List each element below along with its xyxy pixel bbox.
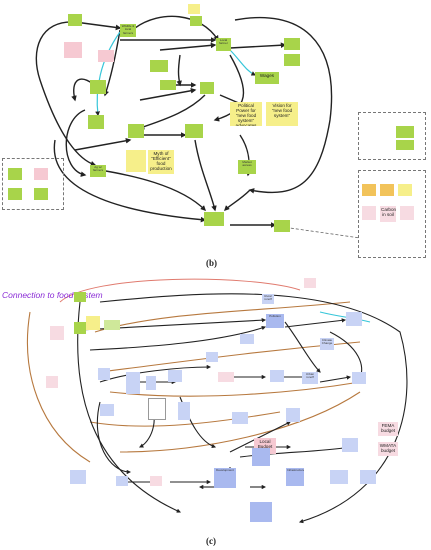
sticky-note (46, 376, 58, 388)
sticky-note-pollution: Pollution (266, 314, 284, 328)
panel-label-c: (c) (206, 536, 216, 546)
sticky-note (70, 470, 86, 484)
sticky-note (74, 322, 86, 334)
sticky-note (284, 54, 300, 66)
legend-note (362, 184, 376, 196)
sticky-note (128, 124, 144, 138)
sticky-note (304, 278, 316, 288)
sticky-note (100, 404, 114, 416)
sticky-note (150, 476, 162, 486)
sticky-note-dev: Development (214, 468, 236, 488)
sticky-note (200, 82, 214, 94)
pink-note (98, 50, 114, 62)
sticky-note (330, 470, 348, 484)
sticky-note (150, 60, 168, 72)
legend-note (8, 188, 22, 200)
sticky-note-rural: Rural runoff (262, 294, 274, 304)
carbon-note: Carbon in soil (380, 206, 396, 222)
fema-note: FEMA budget (378, 422, 398, 436)
sticky-note (88, 115, 104, 129)
sticky-note-urban: Urban runoff (302, 372, 318, 384)
sticky-note (190, 16, 202, 26)
sticky-note (240, 334, 254, 344)
sticky-note (168, 370, 182, 382)
panel-c-links (27, 278, 408, 524)
sticky-note (104, 320, 120, 330)
sticky-note (270, 370, 284, 382)
sticky-note (286, 408, 300, 422)
sticky-note (252, 448, 270, 466)
sticky-note (126, 150, 146, 172)
sticky-note-climate: Climate Change (320, 338, 334, 350)
sticky-note-infra: Infrastructure (286, 468, 304, 486)
sticky-note (126, 372, 140, 394)
legend-note (362, 206, 376, 220)
sticky-note (284, 38, 300, 50)
sticky-note (90, 80, 106, 94)
legend-note (396, 126, 414, 138)
legend-right-bottom (358, 170, 426, 258)
sticky-note (185, 124, 203, 138)
political-power-note: Political Power for "new food system" ad… (230, 102, 262, 126)
sticky-note (74, 292, 86, 302)
sticky-note (274, 220, 290, 232)
wmata-note: WMATA budget (378, 442, 398, 456)
sticky-note-ag: Ag w/ farmers (90, 165, 106, 177)
legend-note (400, 206, 414, 220)
legend-note (398, 184, 412, 196)
sticky-note-wages: Wages (255, 72, 279, 84)
sticky-note (352, 372, 366, 384)
vision-note: Vision for "new food system" (266, 102, 298, 126)
sticky-note (146, 376, 156, 390)
legend-left (2, 158, 64, 210)
sticky-note (160, 80, 176, 90)
legend-right-top (358, 112, 426, 160)
sticky-note (148, 398, 166, 420)
sticky-note (188, 4, 200, 14)
legend-note (380, 184, 394, 196)
sticky-note (360, 470, 376, 484)
sticky-note (68, 14, 82, 26)
sticky-note (250, 502, 272, 522)
loop-left-outer (35, 21, 97, 167)
myth-note: Myth of "Efficient" food production (148, 150, 174, 174)
connection-label: Connection to food system (2, 290, 103, 300)
legend-note (396, 140, 414, 150)
sticky-note: Wildlife & local farmers (120, 24, 136, 37)
sticky-note (50, 326, 64, 340)
sticky-note (204, 212, 224, 226)
sticky-note (206, 352, 218, 362)
sticky-note: Local farmer (216, 38, 231, 51)
panel-b: Wildlife & local farmers Local farmer Wa… (0, 0, 431, 270)
sticky-note (342, 438, 358, 452)
sticky-note (116, 476, 128, 486)
legend-note (8, 168, 22, 180)
pink-note (64, 42, 82, 58)
panel-c: Connection to food system Rural runoff P… (0, 272, 431, 550)
sticky-note (232, 412, 248, 424)
legend-note (34, 188, 48, 200)
sticky-note (218, 372, 234, 382)
sticky-note (98, 368, 110, 380)
sticky-note-market-access: Market access (238, 160, 256, 174)
sticky-note (346, 312, 362, 326)
panel-label-b: (b) (206, 258, 217, 268)
sticky-note (86, 316, 100, 330)
legend-note (34, 168, 48, 180)
sticky-note (178, 402, 190, 420)
